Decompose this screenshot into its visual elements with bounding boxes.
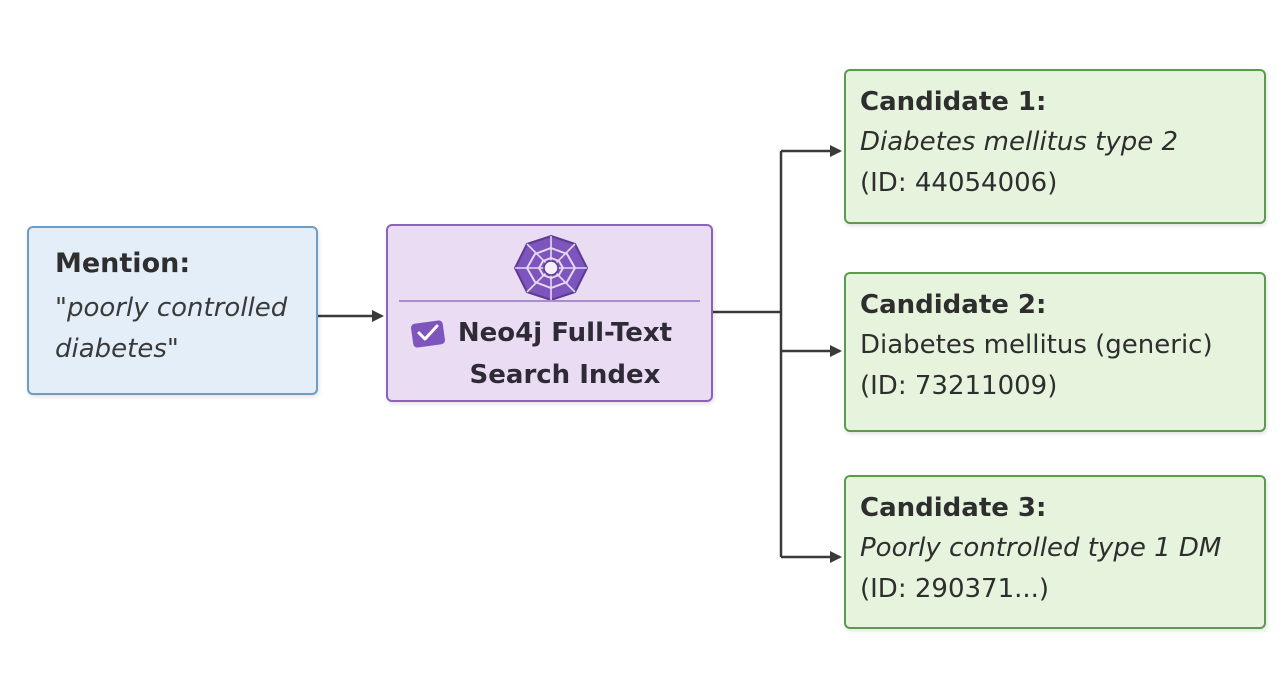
mention-label: Mention: [55,248,191,279]
candidate-label: Candidate 2: [860,290,1047,320]
candidate-id: (ID: 73211009) [860,371,1058,401]
index-title: Neo4j Full-Text Search Index [457,318,673,390]
candidate-box-1: Candidate 1: Diabetes mellitus type 2 (I… [844,69,1266,224]
candidate-label: Candidate 1: [860,87,1047,117]
spiderweb-icon [513,234,589,302]
candidate-name: Diabetes mellitus type 2 [860,127,1179,157]
mention-text: "poorly controlled diabetes" [55,293,288,364]
search-index-box: Neo4j Full-Text Search Index [386,224,713,402]
index-divider [399,300,700,302]
mention-box: Mention: "poorly controlled diabetes" [27,226,318,395]
candidate-id: (ID: 44054006) [860,168,1058,198]
checkmark-badge-icon [411,320,445,348]
arrow-index-trunk [713,151,783,557]
candidate-name: Poorly controlled type 1 DM [860,533,1222,563]
candidate-box-2: Candidate 2: Diabetes mellitus (generic)… [844,272,1266,432]
candidate-name: Diabetes mellitus (generic) [860,330,1213,360]
candidate-box-3: Candidate 3: Poorly controlled type 1 DM… [844,475,1266,629]
candidate-label: Candidate 3: [860,493,1047,523]
candidate-id: (ID: 290371...) [860,574,1050,604]
